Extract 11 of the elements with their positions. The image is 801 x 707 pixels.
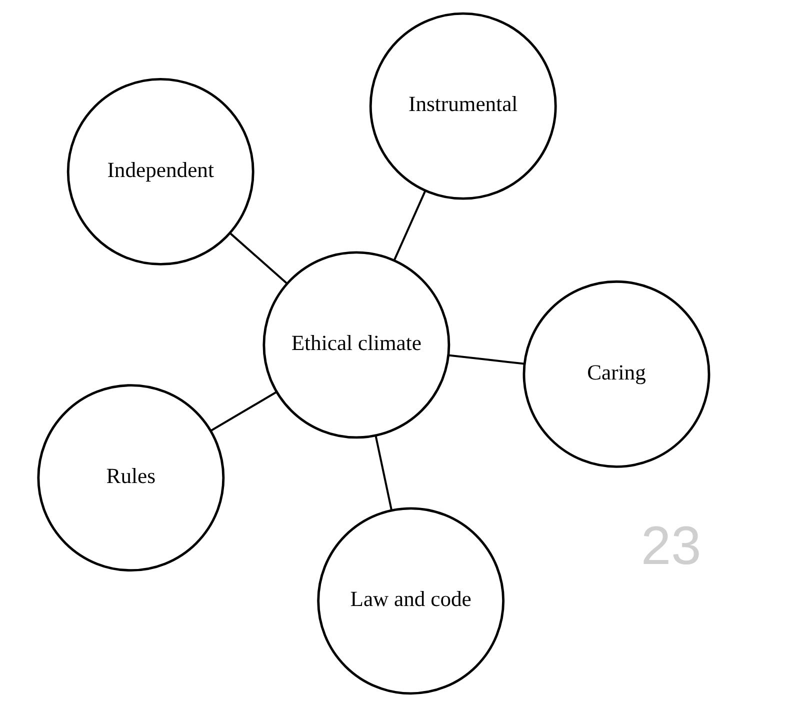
- node-circle: Law and code: [316, 507, 504, 695]
- connector: [228, 232, 288, 284]
- connector: [448, 354, 524, 365]
- node-circle: Independent: [66, 78, 254, 266]
- node-circle: Instrumental: [368, 12, 556, 200]
- node-circle: Caring: [522, 280, 710, 468]
- node-circle: Ethical climate: [262, 251, 450, 439]
- connector: [210, 391, 276, 432]
- connector: [374, 435, 392, 510]
- node-circle: Rules: [36, 384, 224, 572]
- connector: [392, 190, 426, 260]
